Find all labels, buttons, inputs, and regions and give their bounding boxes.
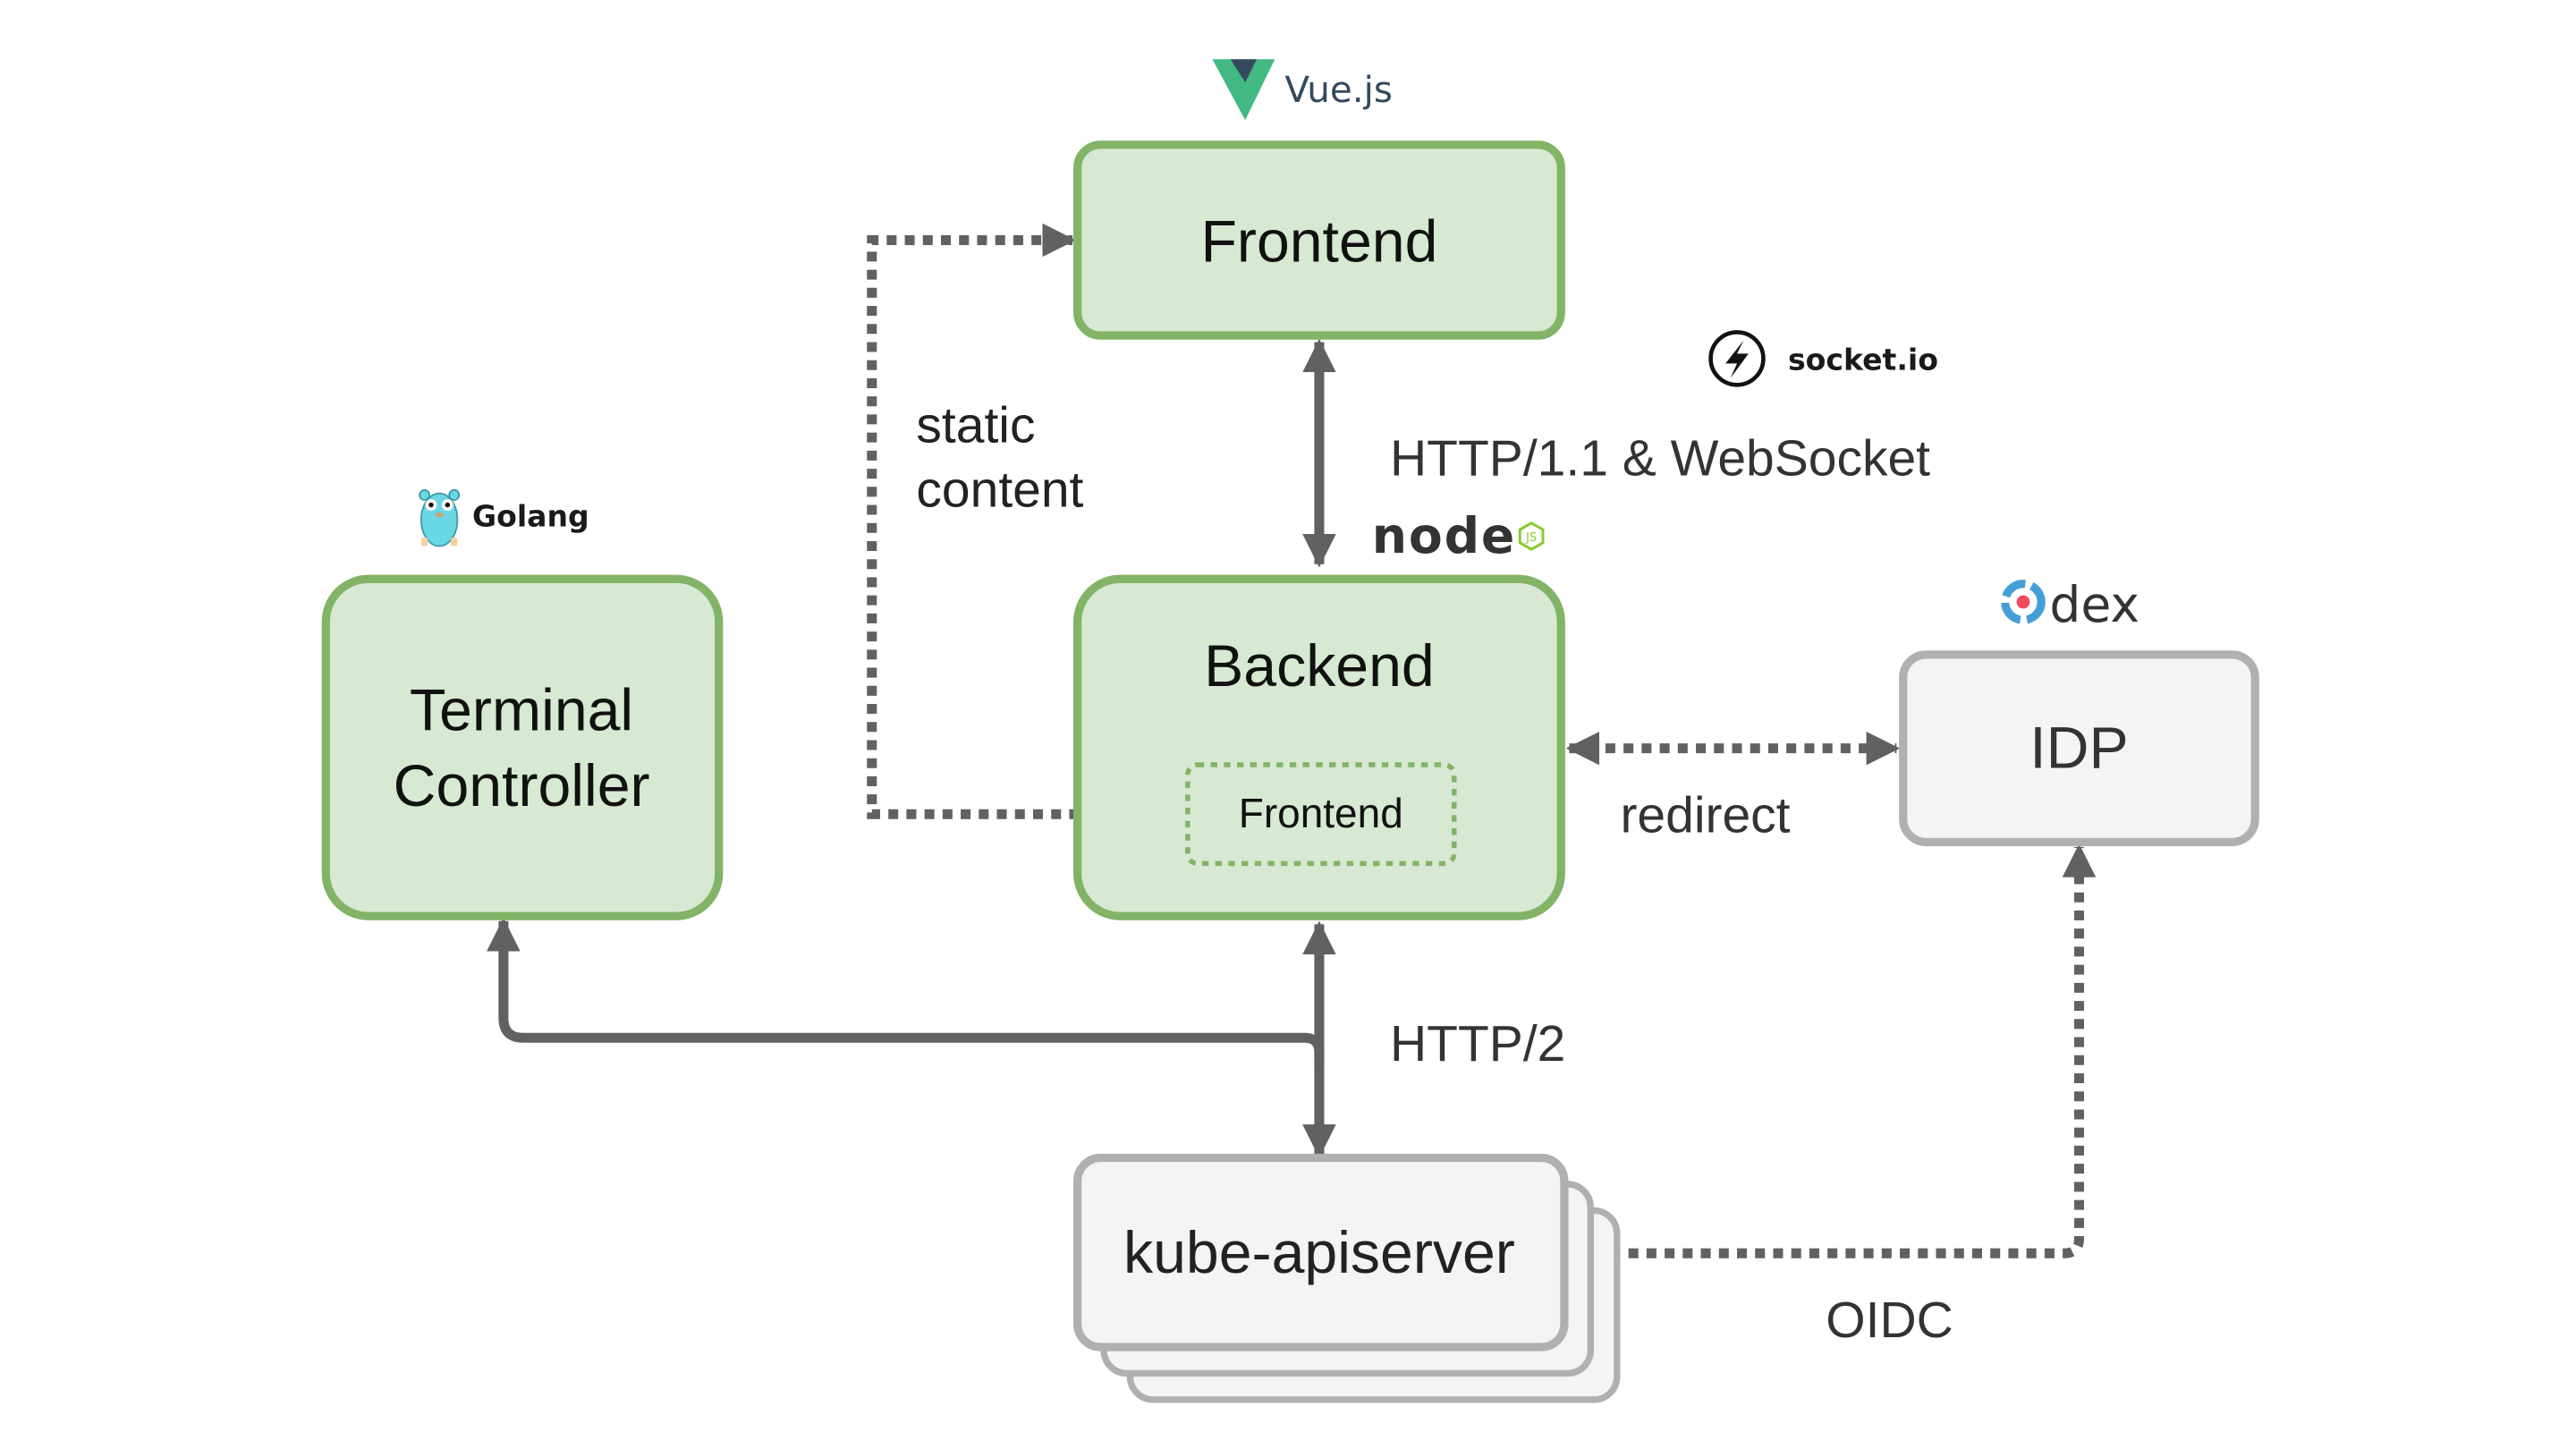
static-content-label-line1: static [916,397,1035,454]
embedded-frontend-label: Frontend [1239,790,1403,836]
static-content-edge [867,223,1188,819]
kube-apiserver-label: kube-apiserver [1123,1220,1515,1286]
terminal-controller-line1: Terminal [410,677,633,743]
nodejs-badge: JS [1525,531,1537,545]
socketio-bolt-icon [1708,330,1766,387]
oidc-label: OIDC [1826,1292,1953,1349]
vue-logo: Vue.js [1212,59,1393,121]
oidc-edge [1573,843,2097,1258]
dex-logo-icon [2001,580,2046,624]
golang-label: Golang [472,498,589,533]
kube-apiserver-node: kube-apiserver [1073,1153,1621,1403]
dex-label: dex [2049,577,2140,634]
nodejs-logo: node JS [1372,508,1545,565]
terminal-controller-box [321,574,724,920]
connectors [487,223,2097,1258]
frontend-node: Frontend [1073,140,1565,340]
terminal-controller-line2: Controller [394,753,650,819]
backend-node: Backend Frontend [1073,574,1565,920]
gopher-icon [419,489,461,547]
idp-label: IDP [2029,716,2128,782]
backend-label: Backend [1204,633,1435,699]
vue-logo-icon [1212,59,1275,121]
kube-apiserver-box [1073,1153,1569,1352]
edge-labels: static content HTTP/1.1 & WebSocket redi… [916,397,1953,1349]
idp-box [1899,650,2259,847]
static-content-label-line2: content [916,461,1083,518]
dex-logo: dex [2001,577,2140,634]
vue-label: Vue.js [1284,68,1393,111]
http2-label: HTTP/2 [1390,1015,1565,1072]
terminal-controller-edge [487,917,1325,1070]
terminal-controller-node: Terminal Controller [321,574,724,920]
nodejs-label: node [1372,508,1516,565]
embedded-frontend-box [1185,762,1457,867]
socketio-logo: socket.io [1708,330,1938,387]
golang-logo: Golang [419,489,589,547]
http-websocket-label: HTTP/1.1 & WebSocket [1390,429,1930,487]
frontend-box [1073,140,1565,340]
redirect-label: redirect [1620,786,1790,843]
frontend-label: Frontend [1200,208,1437,275]
backend-box [1073,574,1565,920]
nodejs-logo-icon: node JS [1372,508,1545,565]
idp-node: IDP [1899,650,2259,847]
socketio-label: socket.io [1788,343,1938,377]
